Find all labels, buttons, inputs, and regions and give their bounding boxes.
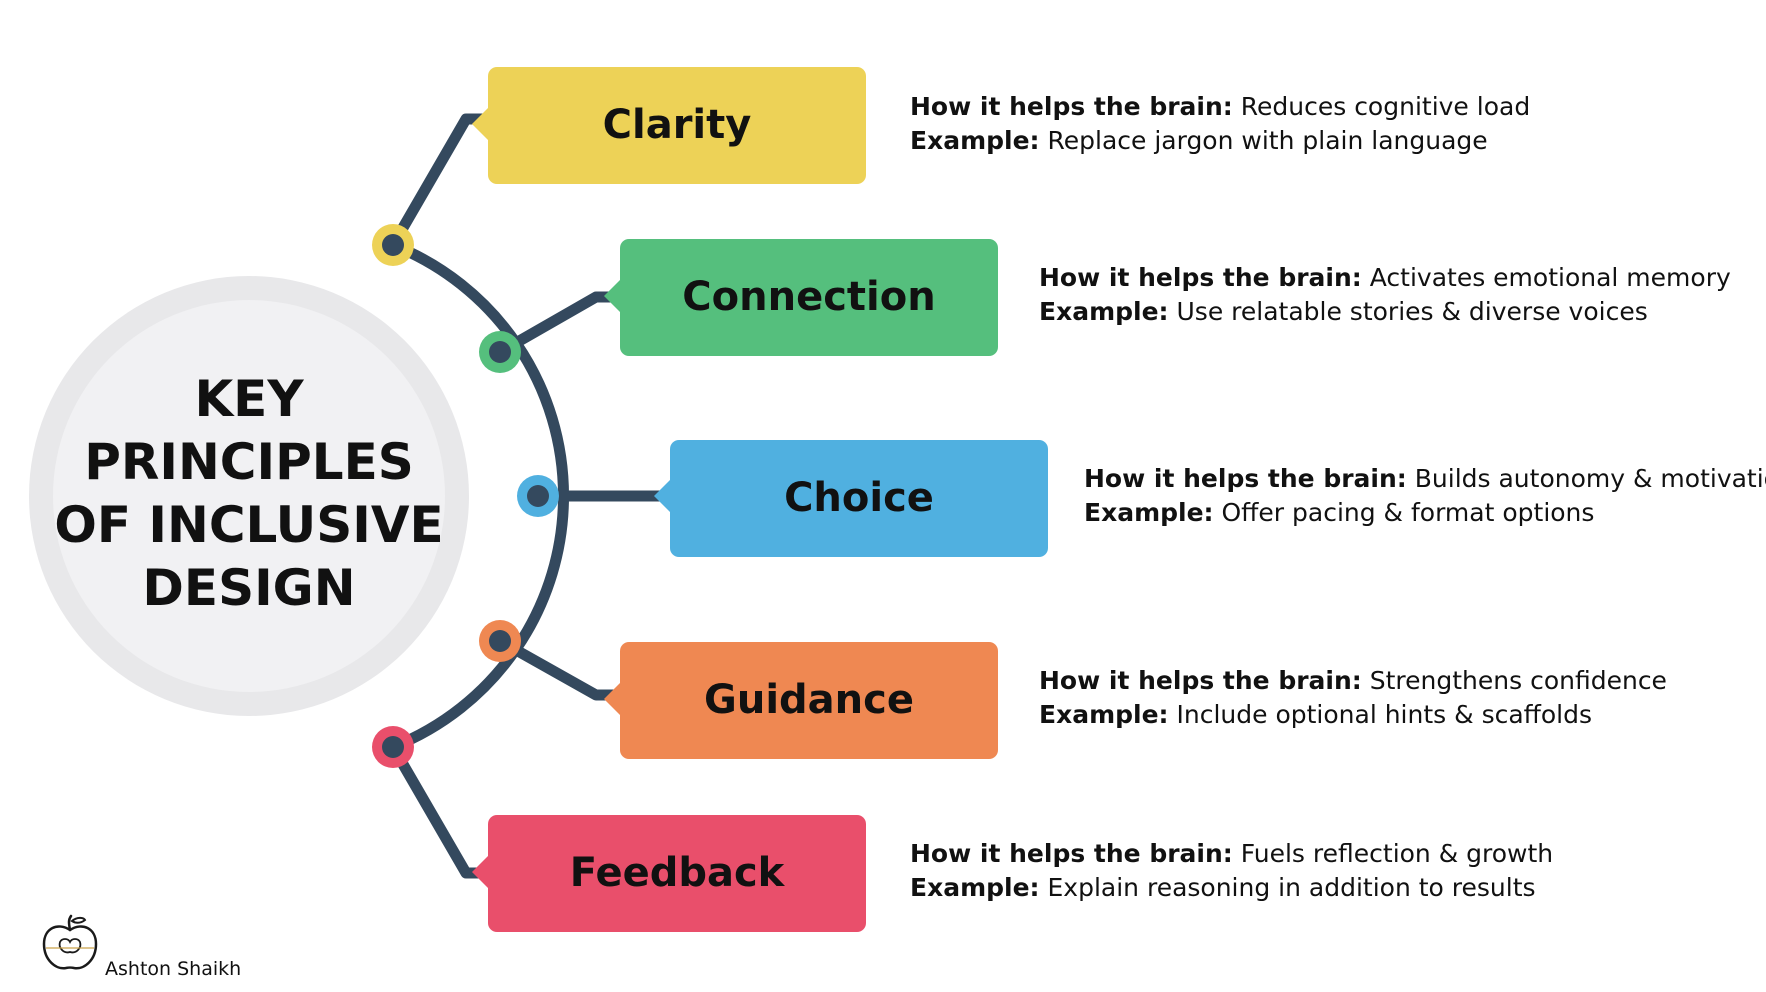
box-guidance: Guidance	[604, 642, 998, 759]
helps-line-choice: How it helps the brain: Builds autonomy …	[1084, 462, 1766, 496]
desc-clarity: How it helps the brain: Reduces cognitiv…	[910, 90, 1530, 158]
example-line-choice: Example: Offer pacing & format options	[1084, 496, 1766, 530]
box-feedback: Feedback	[472, 815, 866, 932]
example-label: Example:	[1084, 498, 1214, 527]
box-clarity: Clarity	[472, 67, 866, 184]
node-guidance	[479, 620, 521, 662]
helps-label: How it helps the brain:	[1039, 263, 1362, 292]
example-line-connection: Example: Use relatable stories & diverse…	[1039, 295, 1731, 329]
box-connection: Connection	[604, 239, 998, 356]
desc-guidance: How it helps the brain: Strengthens conf…	[1039, 664, 1667, 732]
node-connection	[479, 331, 521, 373]
example-label: Example:	[1039, 700, 1169, 729]
title-line-2: PRINCIPLES	[84, 433, 414, 491]
apple-logo-icon	[42, 914, 98, 970]
connector-feedback	[387, 741, 496, 879]
box-label-choice: Choice	[784, 475, 934, 521]
example-text: Include optional hints & scaffolds	[1176, 700, 1593, 729]
title-line-4: DESIGN	[142, 559, 355, 617]
helps-text: Builds autonomy & motivation	[1414, 464, 1766, 493]
author-name: Ashton Shaikh	[105, 958, 242, 980]
title-line-3: OF INCLUSIVE	[54, 496, 443, 554]
desc-feedback: How it helps the brain: Fuels reflection…	[910, 837, 1553, 905]
helps-label: How it helps the brain:	[1084, 464, 1407, 493]
helps-text: Reduces cognitive load	[1240, 92, 1531, 121]
node-clarity	[372, 224, 414, 266]
helps-label: How it helps the brain:	[910, 92, 1233, 121]
helps-line-feedback: How it helps the brain: Fuels reflection…	[910, 837, 1553, 871]
example-text: Replace jargon with plain language	[1047, 126, 1488, 155]
title-line-1: KEY	[194, 370, 304, 428]
helps-text: Fuels reflection & growth	[1240, 839, 1554, 868]
connector-clarity	[387, 113, 496, 251]
box-label-connection: Connection	[682, 274, 935, 320]
example-text: Offer pacing & format options	[1221, 498, 1595, 527]
example-line-feedback: Example: Explain reasoning in addition t…	[910, 871, 1553, 905]
example-line-guidance: Example: Include optional hints & scaffo…	[1039, 698, 1667, 732]
helps-line-connection: How it helps the brain: Activates emotio…	[1039, 261, 1731, 295]
helps-text: Activates emotional memory	[1369, 263, 1731, 292]
helps-text: Strengthens confidence	[1369, 666, 1667, 695]
example-label: Example:	[910, 873, 1040, 902]
node-feedback	[372, 726, 414, 768]
example-label: Example:	[910, 126, 1040, 155]
box-label-clarity: Clarity	[603, 102, 752, 148]
node-choice	[517, 475, 559, 517]
box-label-guidance: Guidance	[704, 677, 914, 723]
helps-label: How it helps the brain:	[910, 839, 1233, 868]
helps-line-guidance: How it helps the brain: Strengthens conf…	[1039, 664, 1667, 698]
helps-line-clarity: How it helps the brain: Reduces cognitiv…	[910, 90, 1530, 124]
box-choice: Choice	[654, 440, 1048, 557]
helps-label: How it helps the brain:	[1039, 666, 1362, 695]
example-text: Explain reasoning in addition to results	[1047, 873, 1536, 902]
example-text: Use relatable stories & diverse voices	[1176, 297, 1648, 326]
example-label: Example:	[1039, 297, 1169, 326]
box-label-feedback: Feedback	[570, 850, 786, 896]
desc-choice: How it helps the brain: Builds autonomy …	[1084, 462, 1766, 530]
title-circle-inner	[53, 300, 445, 692]
example-line-clarity: Example: Replace jargon with plain langu…	[910, 124, 1530, 158]
desc-connection: How it helps the brain: Activates emotio…	[1039, 261, 1731, 329]
